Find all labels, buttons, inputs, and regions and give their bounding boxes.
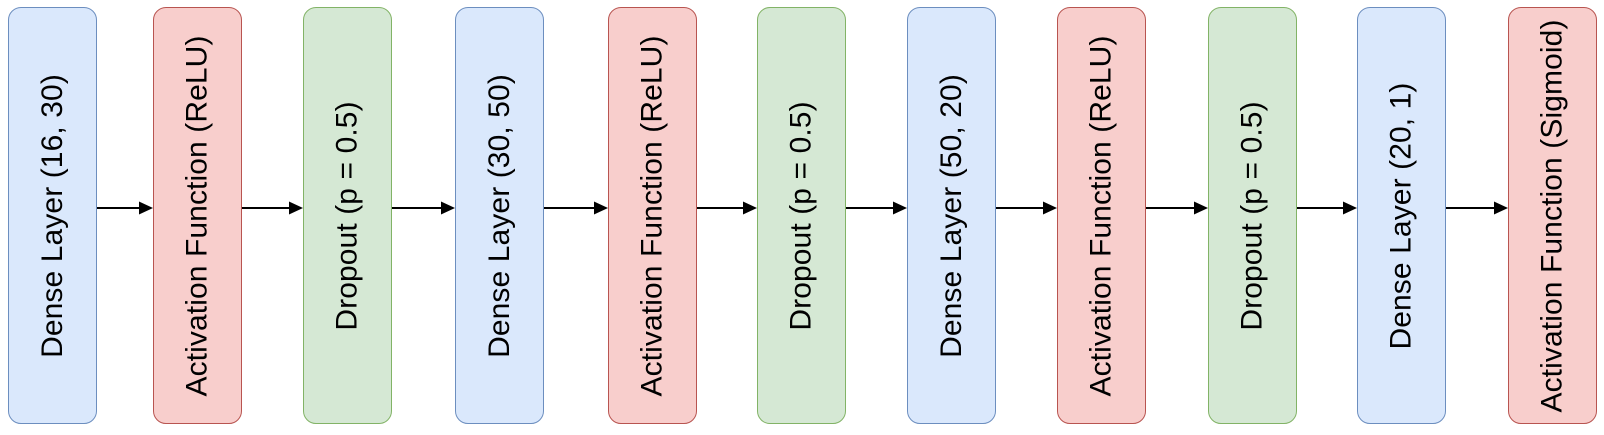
- node-label: Dense Layer (30, 50): [482, 73, 516, 358]
- connector-arrow: [544, 199, 608, 217]
- connector-arrow: [242, 199, 303, 217]
- node-activation[interactable]: Activation Function (ReLU): [608, 7, 697, 424]
- node-label: Activation Function (ReLU): [635, 34, 669, 397]
- node-label: Dropout (p = 0.5): [330, 100, 364, 331]
- connector-arrow: [1446, 199, 1508, 217]
- connector-arrow: [846, 199, 907, 217]
- node-dense[interactable]: Dense Layer (20, 1): [1357, 7, 1446, 424]
- node-label: Dropout (p = 0.5): [1235, 100, 1269, 331]
- connector-arrow: [1146, 199, 1208, 217]
- node-dense[interactable]: Dense Layer (30, 50): [455, 7, 544, 424]
- connector-arrow: [97, 199, 153, 217]
- connector-arrow: [392, 199, 455, 217]
- node-activation[interactable]: Activation Function (ReLU): [153, 7, 242, 424]
- node-dropout[interactable]: Dropout (p = 0.5): [757, 7, 846, 424]
- node-label: Dropout (p = 0.5): [784, 100, 818, 331]
- node-activation[interactable]: Activation Function (Sigmoid): [1508, 7, 1597, 424]
- node-dense[interactable]: Dense Layer (50, 20): [907, 7, 996, 424]
- node-label: Dense Layer (16, 30): [35, 73, 69, 358]
- node-dropout[interactable]: Dropout (p = 0.5): [303, 7, 392, 424]
- node-label: Activation Function (ReLU): [1084, 34, 1118, 397]
- node-dropout[interactable]: Dropout (p = 0.5): [1208, 7, 1297, 424]
- connector-arrow: [1297, 199, 1357, 217]
- node-activation[interactable]: Activation Function (ReLU): [1057, 7, 1146, 424]
- node-label: Activation Function (Sigmoid): [1535, 18, 1569, 413]
- connector-arrow: [996, 199, 1057, 217]
- node-label: Dense Layer (50, 20): [934, 73, 968, 358]
- connector-arrow: [697, 199, 757, 217]
- node-label: Dense Layer (20, 1): [1384, 81, 1418, 350]
- node-dense[interactable]: Dense Layer (16, 30): [8, 7, 97, 424]
- node-label: Activation Function (ReLU): [180, 34, 214, 397]
